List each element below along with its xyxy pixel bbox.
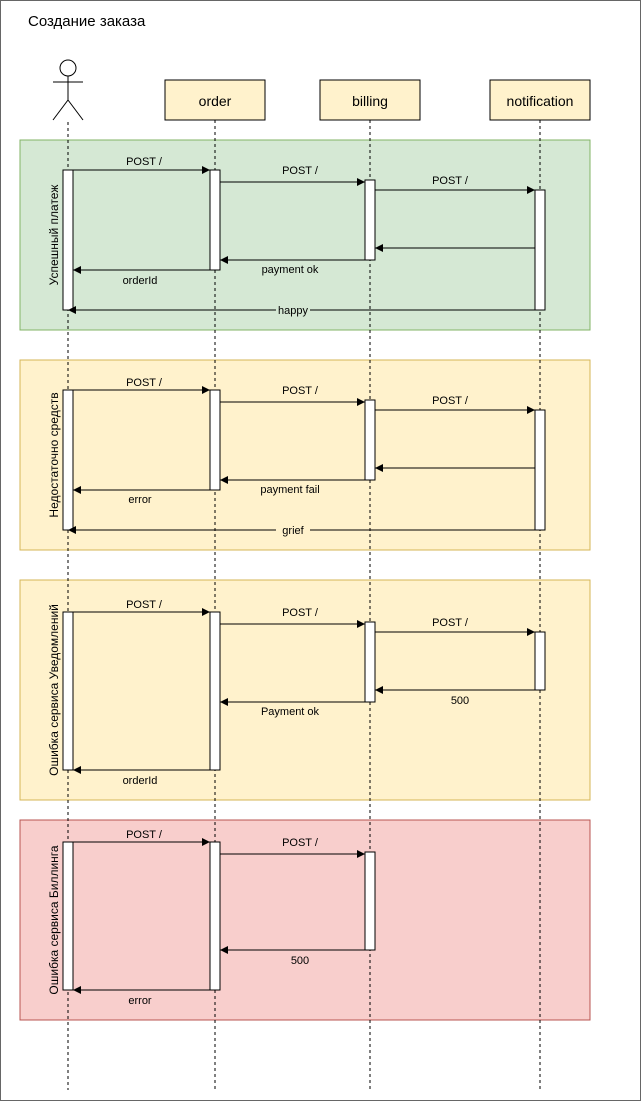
message-label-bg <box>430 394 470 406</box>
message-label: grief <box>282 525 304 537</box>
activation-bar-actor <box>62 389 74 531</box>
message-label: error <box>128 494 152 506</box>
message-label: orderId <box>123 775 158 787</box>
message-label-bg <box>124 376 164 388</box>
message-label: POST / <box>282 837 319 849</box>
message-label-bg <box>280 384 320 396</box>
message-label-bg <box>124 155 164 167</box>
fragment-label: Недостаточно средств <box>47 392 61 517</box>
message-label-bg <box>124 828 164 840</box>
message-label-bg <box>258 263 322 275</box>
message-label: orderId <box>123 275 158 287</box>
fragment-label: Успешный платеж <box>47 185 61 286</box>
activation-bar-order <box>209 169 221 271</box>
participants-layer: order billing notification <box>52 59 591 121</box>
participant-billing: billing <box>319 79 421 121</box>
activation-bar-order <box>209 841 221 991</box>
message-label: POST / <box>126 156 163 168</box>
message-label-bg <box>123 994 157 1006</box>
activation-bar-order <box>209 389 221 491</box>
participant-box <box>489 79 591 121</box>
actor-icon <box>52 59 84 121</box>
message-label-bg <box>430 174 470 186</box>
messages-layer: POST / POST / POST / payment ok orderId happy… <box>68 155 535 1007</box>
participant-label: order <box>199 93 232 109</box>
activation-bar-billing <box>364 621 376 703</box>
message-label-bg <box>430 616 470 628</box>
activation-bar-billing <box>364 851 376 951</box>
activation-bar-actor <box>62 841 74 991</box>
message-label-bg <box>117 274 163 286</box>
message-label-bg <box>280 164 320 176</box>
message-label: error <box>128 995 152 1007</box>
message-label: payment ok <box>262 264 319 276</box>
activation-bar-actor <box>62 169 74 311</box>
participant-label: notification <box>507 93 574 109</box>
fragment-label: Ошибка сервиса Уведомлений <box>47 604 61 776</box>
message-label-bg <box>252 483 328 495</box>
message-label-bg <box>276 524 310 536</box>
activations-layer <box>62 169 546 991</box>
activation-bar-notification <box>534 409 546 531</box>
message-label-bg <box>124 598 164 610</box>
message-label: POST / <box>432 617 469 629</box>
message-label: POST / <box>432 175 469 187</box>
message-label-bg <box>280 836 320 848</box>
activation-bar-billing <box>364 399 376 481</box>
participant-box <box>319 79 421 121</box>
message-label: POST / <box>282 385 319 397</box>
activation-bar-notification <box>534 631 546 691</box>
message-label: POST / <box>282 607 319 619</box>
message-label-bg <box>123 493 157 505</box>
message-label-bg <box>117 774 163 786</box>
message-label-bg <box>280 606 320 618</box>
activation-bar-notification <box>534 189 546 311</box>
activation-bar-billing <box>364 179 376 261</box>
activation-bar-order <box>209 611 221 771</box>
diagram-title: Создание заказа <box>28 13 146 30</box>
message-label-bg <box>289 954 311 966</box>
message-label-bg <box>276 304 310 316</box>
message-label: POST / <box>126 599 163 611</box>
participant-label: billing <box>352 93 388 109</box>
participant-box <box>164 79 266 121</box>
fragment-label: Ошибка сервиса Биллинга <box>47 845 61 995</box>
message-label-bg <box>258 705 322 717</box>
participant-order: order <box>164 79 266 121</box>
message-label: 500 <box>291 955 309 967</box>
activation-bar-actor <box>62 611 74 771</box>
message-label: 500 <box>451 695 469 707</box>
fragment-frame-4 <box>19 819 591 1021</box>
message-label: happy <box>278 305 308 317</box>
message-label: POST / <box>432 395 469 407</box>
message-label: Payment ok <box>261 706 320 718</box>
participant-notification: notification <box>489 79 591 121</box>
message-label: POST / <box>126 829 163 841</box>
message-label: payment fail <box>260 484 319 496</box>
message-label: POST / <box>126 377 163 389</box>
message-label: POST / <box>282 165 319 177</box>
message-label-bg <box>449 694 471 706</box>
